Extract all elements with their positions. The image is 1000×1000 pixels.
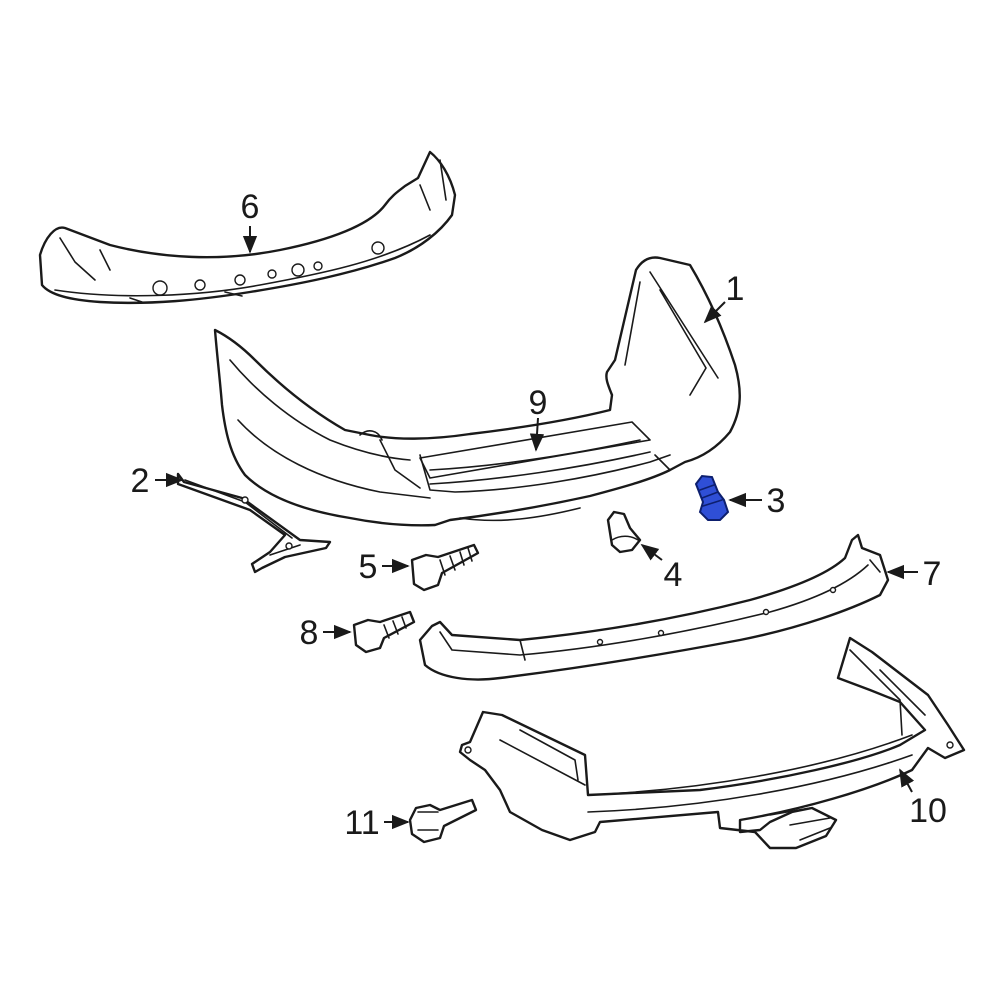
callout-2: 2 xyxy=(131,462,150,500)
part-9-trim-strip[interactable] xyxy=(419,421,651,479)
leader-arrows xyxy=(155,226,918,830)
arrow-9 xyxy=(529,417,545,452)
part-1-bumper-cover[interactable] xyxy=(213,256,741,527)
part-6-absorber[interactable] xyxy=(38,150,457,305)
part-2-bracket[interactable] xyxy=(176,472,332,574)
arrow-1 xyxy=(703,301,726,324)
arrow-4 xyxy=(640,543,663,561)
callout-6: 6 xyxy=(241,188,260,226)
callout-5: 5 xyxy=(359,548,378,586)
part-5-screw[interactable] xyxy=(410,543,480,592)
callout-7: 7 xyxy=(923,555,942,593)
part-10-trailer-hitch[interactable] xyxy=(458,636,966,850)
callout-8: 8 xyxy=(300,614,319,652)
callout-3: 3 xyxy=(767,482,786,520)
arrow-10 xyxy=(899,768,915,793)
callout-11: 11 xyxy=(344,804,379,842)
callout-9: 9 xyxy=(529,384,548,422)
part-4-push-pin[interactable] xyxy=(606,510,642,554)
part-3-bolt-highlighted[interactable] xyxy=(694,474,730,521)
callout-4: 4 xyxy=(664,556,683,594)
part-11-flange-bolt[interactable] xyxy=(408,798,478,844)
callout-labels: 6 1 9 2 3 4 5 7 8 10 11 xyxy=(131,188,947,842)
callout-1: 1 xyxy=(726,270,745,308)
part-7-reinforcement[interactable] xyxy=(418,533,890,681)
callout-10: 10 xyxy=(909,792,947,830)
part-8-bolt[interactable] xyxy=(352,610,416,654)
